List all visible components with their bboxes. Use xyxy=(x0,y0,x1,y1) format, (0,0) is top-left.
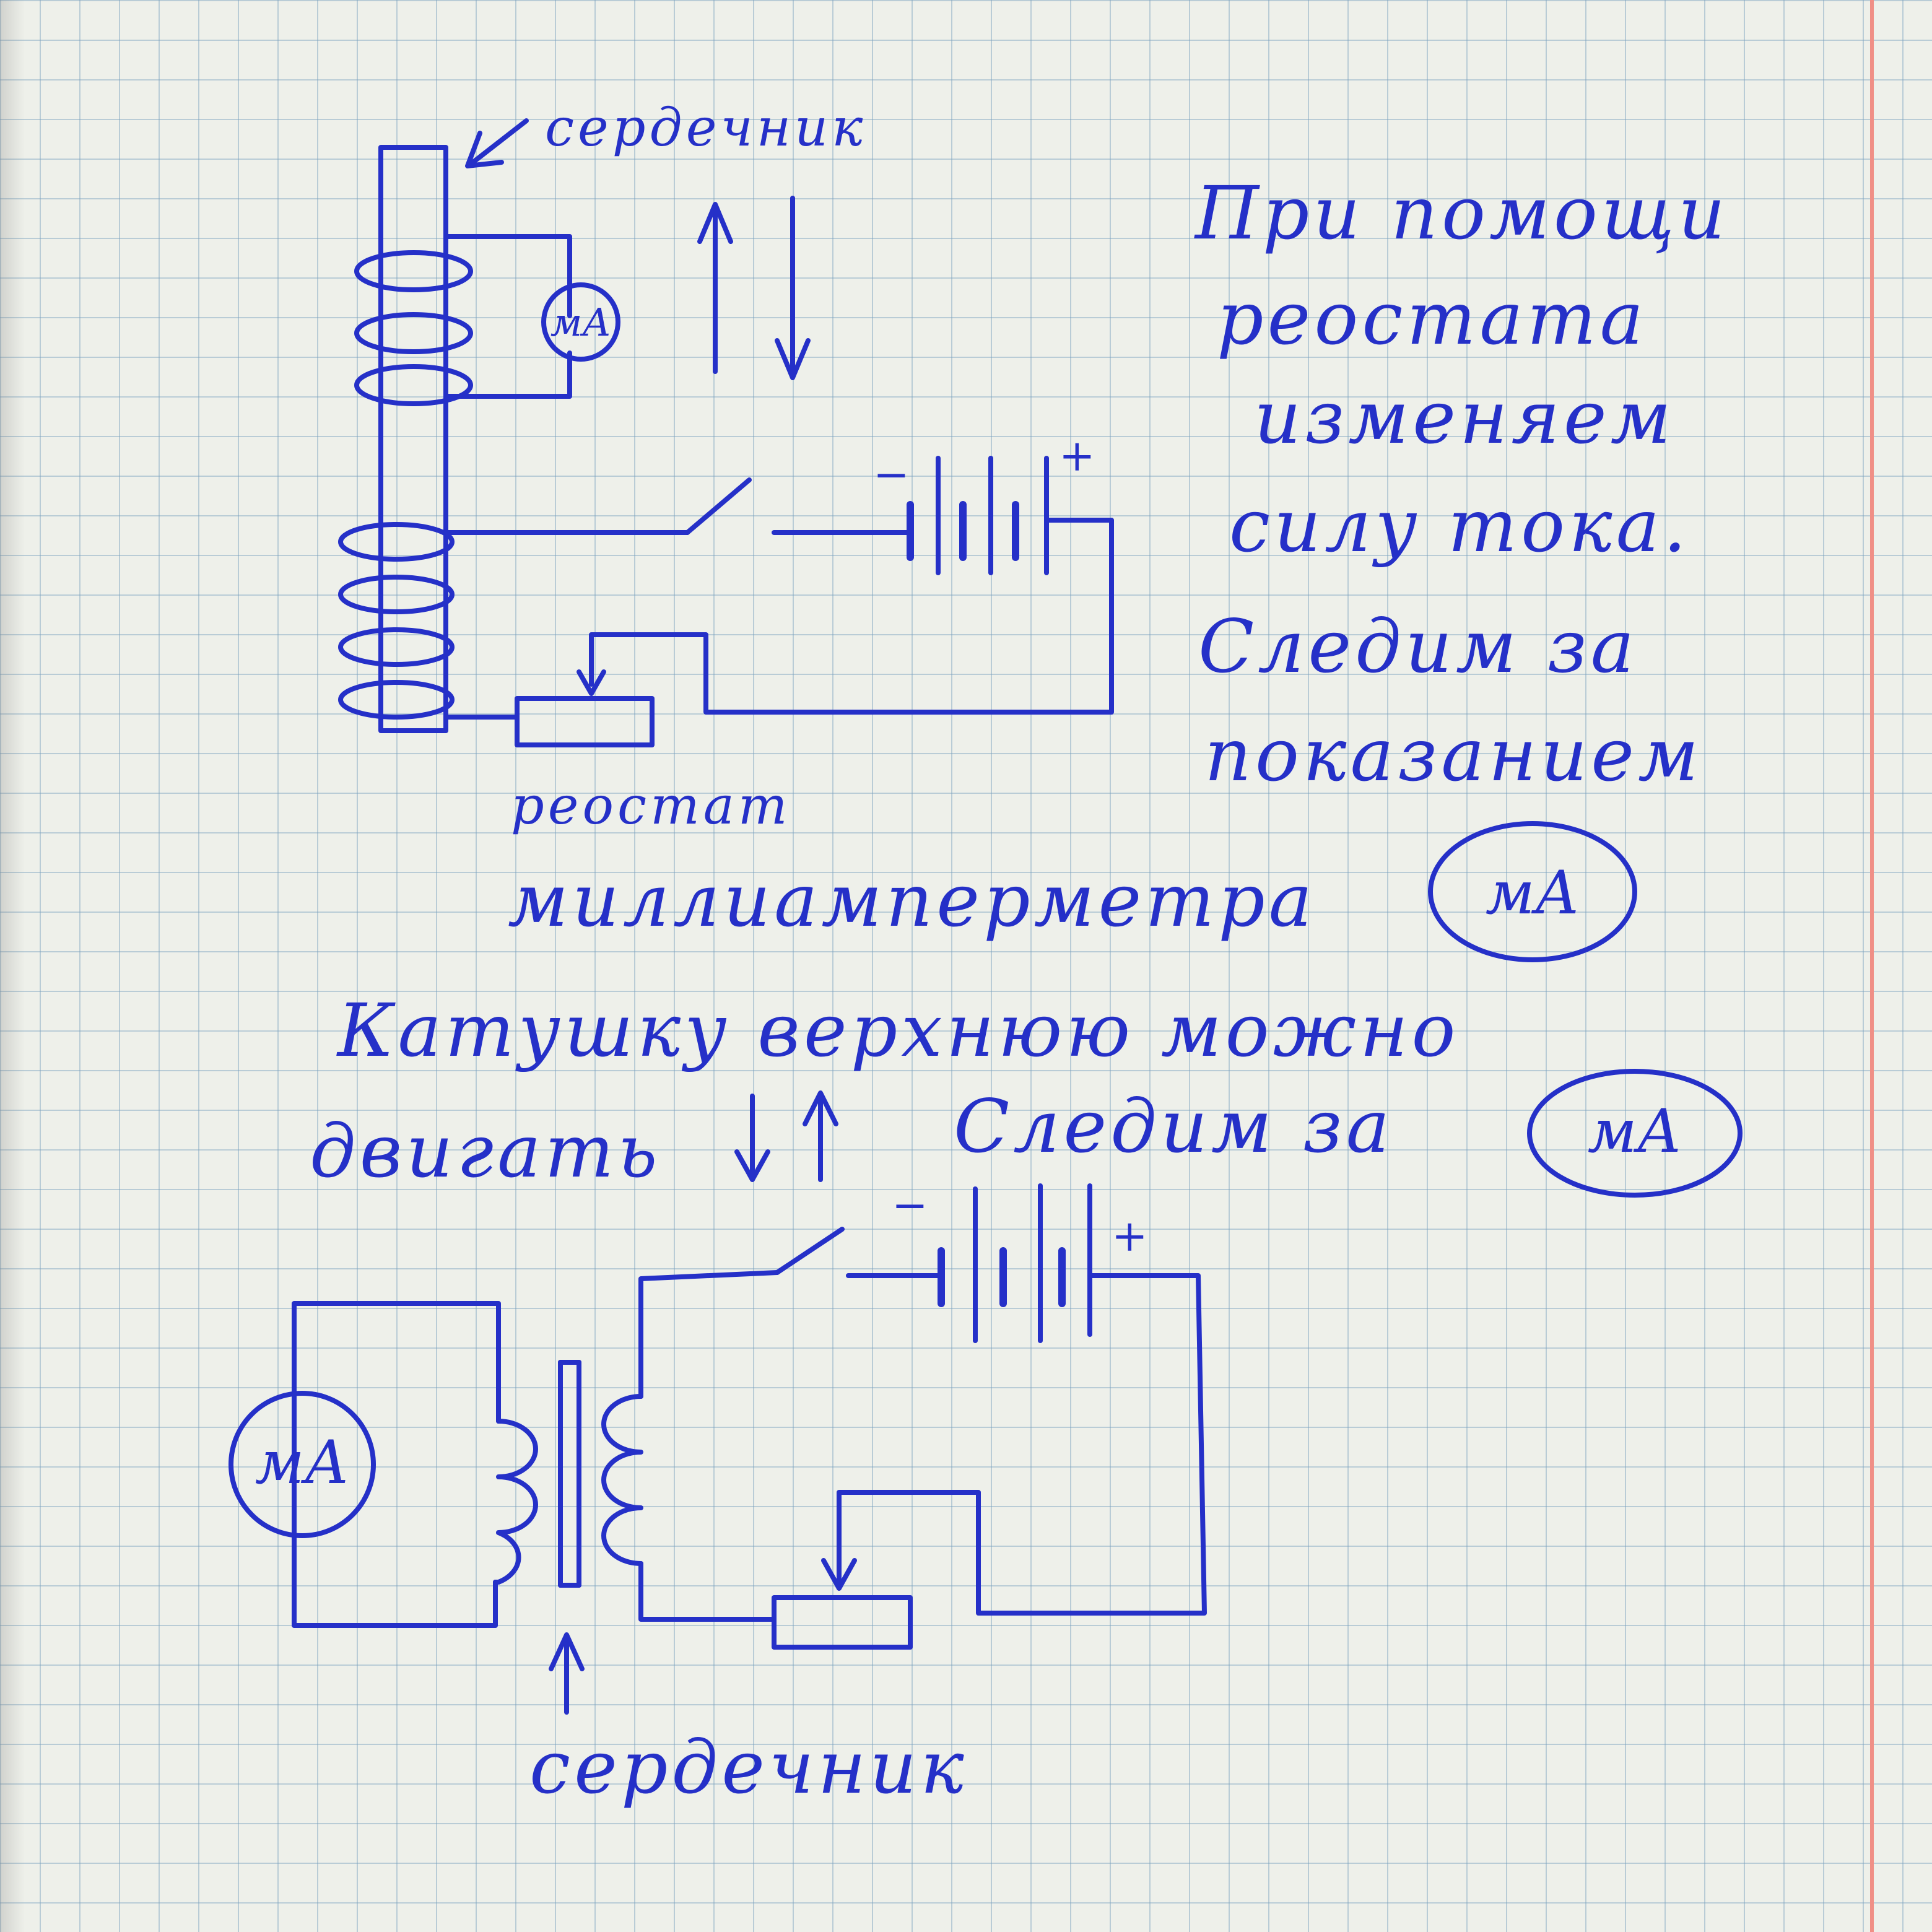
rheostat-slider-arrow-bottom xyxy=(821,1558,857,1591)
switch-bottom xyxy=(775,1227,845,1275)
wire-primary-bottom xyxy=(638,1561,777,1622)
text-line-9b: Следим за xyxy=(954,1084,1393,1169)
battery-bottom: − + xyxy=(892,1180,1148,1343)
milliammeter-bottom: мА xyxy=(228,1391,376,1538)
wire-primary-top xyxy=(638,1270,780,1399)
bottom-circuit: мА − + xyxy=(228,1180,1207,1810)
wire-right-loop-bottom xyxy=(837,1273,1207,1616)
core-pointer-top xyxy=(465,118,529,168)
text-line-1: При помощи xyxy=(1194,170,1729,256)
notebook-margin-line xyxy=(1870,0,1874,1932)
lower-coil xyxy=(338,522,455,720)
move-arrows-top xyxy=(697,196,811,380)
milliammeter-inline-1: мА xyxy=(1428,821,1637,962)
rheostat-slider-arrow-top xyxy=(577,669,606,696)
meter-label-inline-2: мА xyxy=(1588,1097,1682,1166)
switch-top xyxy=(685,477,752,535)
milliammeter-inline-2: мА xyxy=(1527,1069,1743,1198)
text-line-3: изменяем xyxy=(1254,375,1675,460)
rheostat-label: реостат xyxy=(511,775,791,836)
text-line-9a: двигать xyxy=(310,1108,661,1194)
battery-minus-top: − xyxy=(873,449,910,500)
core-pointer-bottom xyxy=(549,1632,585,1715)
core-label-top: сердечник xyxy=(545,97,866,158)
battery-top: − + xyxy=(873,430,1095,575)
coil-left xyxy=(496,1419,538,1585)
page-edge-shadow xyxy=(0,0,25,1932)
text-line-8: Катушку верхнюю можно xyxy=(336,988,1460,1073)
text-line-6: показанием xyxy=(1204,712,1702,798)
battery-plus-top: + xyxy=(1059,430,1095,481)
core-bar-top xyxy=(378,145,448,733)
battery-plus-bottom: + xyxy=(1112,1211,1148,1261)
text-line-5: Следим за xyxy=(1198,604,1638,689)
core-bar-bottom xyxy=(558,1360,581,1588)
rheostat-top xyxy=(515,696,655,747)
move-arrows-inline xyxy=(734,1090,838,1182)
wire-coil-meter-top xyxy=(443,234,572,318)
meter-label-bottom: мА xyxy=(255,1428,349,1497)
text-line-7: миллиамперметра xyxy=(508,858,1316,943)
wire-right-loop-top xyxy=(589,518,1114,715)
core-label-bottom: сердечник xyxy=(529,1725,968,1810)
meter-label-top: мА xyxy=(550,300,611,345)
explanation-text: При помощи реостата изменяем силу тока. … xyxy=(310,170,1743,1198)
top-circuit: мА − + xyxy=(338,97,1114,836)
text-line-4: силу тока. xyxy=(1229,483,1690,568)
meter-label-inline-1: мА xyxy=(1486,858,1580,928)
wire-left-loop xyxy=(292,1301,501,1628)
coil-right xyxy=(601,1394,643,1566)
text-line-2: реостата xyxy=(1217,276,1647,361)
milliammeter-top: мА xyxy=(541,282,620,362)
rheostat-bottom xyxy=(772,1595,913,1650)
wire-coil-meter-bottom xyxy=(443,350,572,399)
battery-minus-bottom: − xyxy=(892,1180,928,1230)
upper-coil xyxy=(354,250,473,406)
